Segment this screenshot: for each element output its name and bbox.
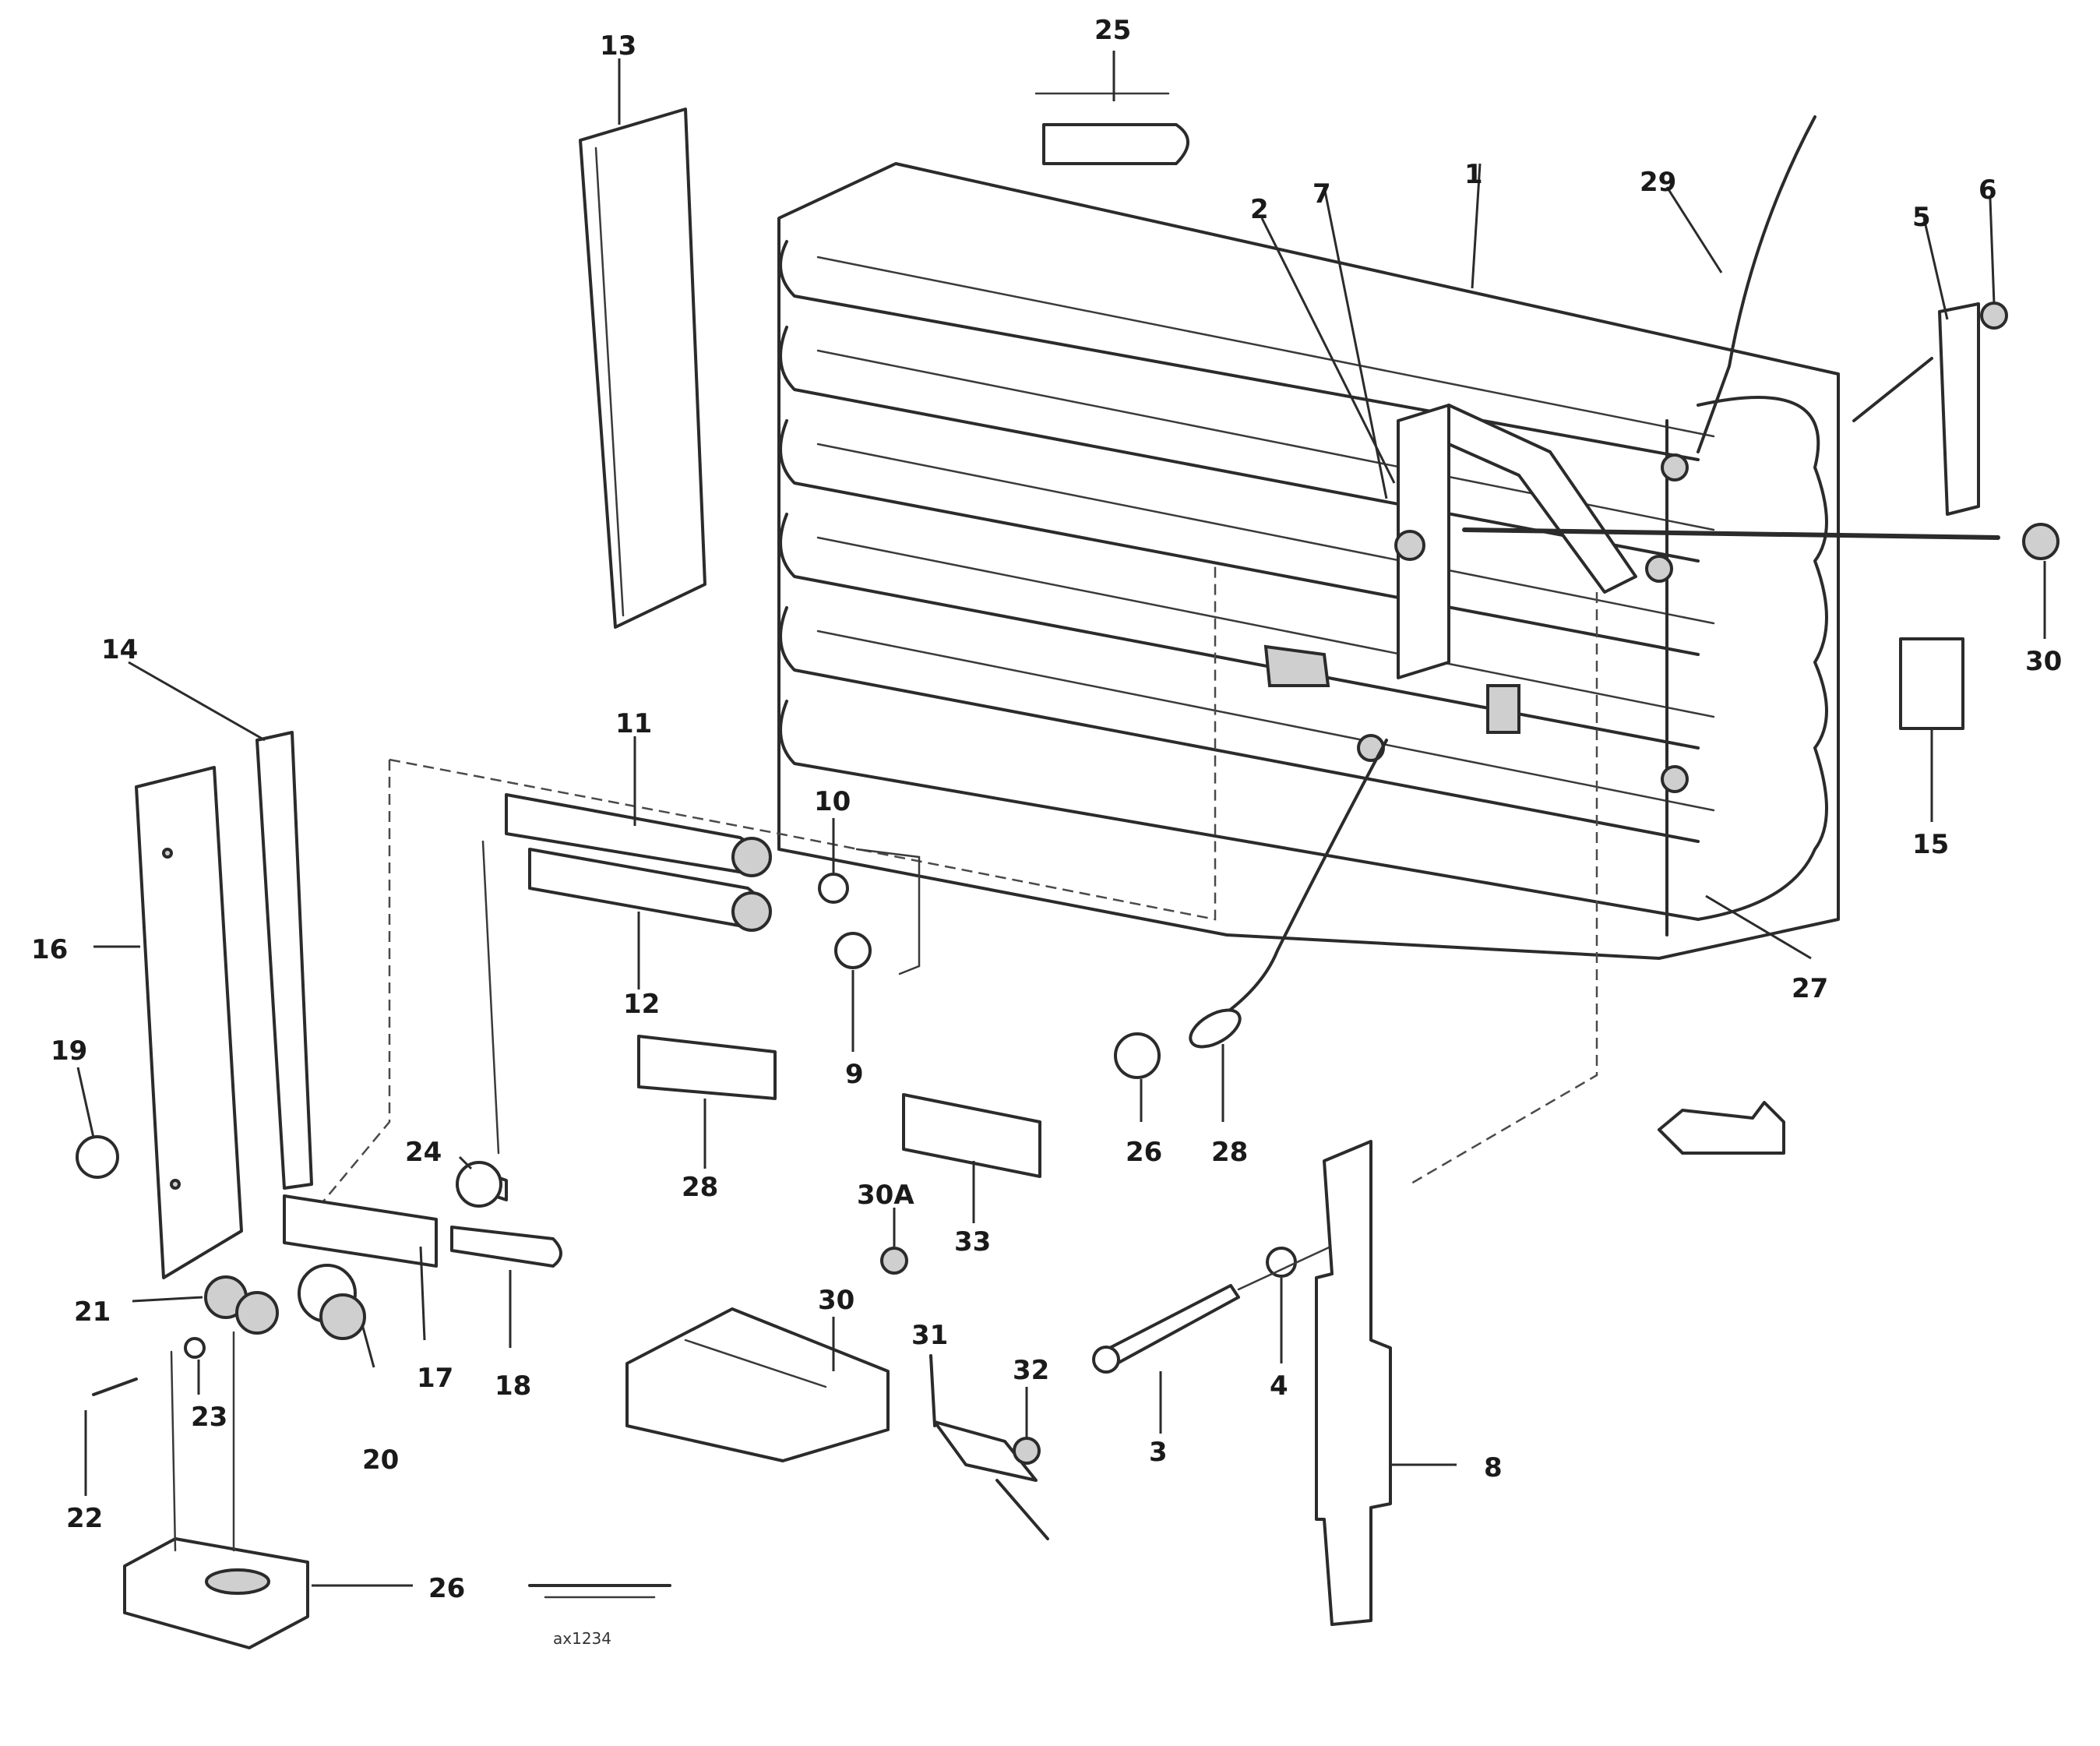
part-9-10-nuts [818, 818, 872, 1052]
callout-23: 23 [191, 1402, 227, 1433]
part-5-bracket [1852, 198, 2008, 516]
mounting-outline [311, 565, 1598, 1216]
callout-5: 5 [1912, 202, 1931, 233]
fan-motor-assembly [84, 840, 562, 1496]
callout-21: 21 [74, 1296, 111, 1328]
part-30-drip-tray [625, 1307, 890, 1462]
part-28-label [637, 1035, 777, 1169]
part-14-strip [128, 661, 313, 1190]
callout-12: 12 [623, 989, 660, 1020]
callout-24: 24 [405, 1137, 442, 1168]
drawing-number: ax1234 [553, 1629, 611, 1648]
callout-1: 1 [1464, 159, 1483, 190]
scale-bar [528, 1584, 671, 1599]
part-13-seal-strip [579, 58, 706, 629]
callout-17: 17 [417, 1363, 453, 1394]
callout-31: 31 [911, 1320, 948, 1351]
part-16-side-panel [93, 766, 243, 1279]
part-15-label [1899, 637, 1964, 822]
callout-26-sensor: 26 [1126, 1137, 1162, 1168]
callout-16: 16 [31, 934, 68, 965]
part-11-12-tubes [505, 736, 772, 989]
part-3-bolt-4-washer [1092, 1237, 1349, 1434]
callout-11: 11 [615, 708, 652, 739]
callout-13: 13 [600, 30, 636, 62]
part-26-mount-pad [123, 1331, 413, 1649]
callout-15: 15 [1912, 829, 1949, 860]
callout-28-cable: 28 [1211, 1137, 1248, 1168]
part-8-bracket-plate [1315, 1140, 1457, 1626]
callout-8: 8 [1484, 1452, 1503, 1483]
part-28-cable-and-26-sensor [1114, 739, 1388, 1122]
part-30-grommet [1462, 523, 2059, 639]
callout-14: 14 [101, 634, 138, 665]
callout-29: 29 [1640, 167, 1676, 198]
callout-9: 9 [845, 1059, 864, 1090]
part-19-nut [76, 1067, 119, 1179]
callout-30: 30 [818, 1285, 854, 1316]
callout-33: 33 [954, 1226, 991, 1257]
part-25-tube [1034, 51, 1189, 165]
part-1-condenser-core [777, 162, 1840, 960]
callout-2: 2 [1250, 194, 1269, 225]
callout-7: 7 [1312, 178, 1331, 210]
callout-6: 6 [1978, 175, 1997, 206]
callout-30a: 30A [857, 1180, 914, 1211]
callout-18: 18 [495, 1370, 531, 1402]
part-29-hose [1665, 115, 1816, 453]
part-27-leader [1705, 894, 1812, 960]
callout-28-left: 28 [682, 1172, 718, 1203]
callout-20: 20 [362, 1444, 399, 1476]
callout-10: 10 [814, 786, 851, 817]
callout-32: 32 [1013, 1355, 1049, 1386]
callout-26-pad: 26 [428, 1573, 465, 1604]
condenser-fittings [1260, 186, 1689, 793]
callout-3: 3 [1149, 1437, 1168, 1468]
part-33-label [902, 1093, 1041, 1223]
callout-22: 22 [66, 1503, 103, 1534]
callout-19: 19 [51, 1035, 87, 1067]
callout-27: 27 [1792, 973, 1828, 1004]
part-30a-nut [880, 1208, 908, 1275]
callout-25: 25 [1094, 15, 1131, 46]
callout-4: 4 [1270, 1370, 1288, 1402]
callout-30-right: 30 [2025, 646, 2062, 677]
part-31-32-bracket [929, 1354, 1049, 1540]
direction-arrow-icon [1658, 1101, 1785, 1155]
